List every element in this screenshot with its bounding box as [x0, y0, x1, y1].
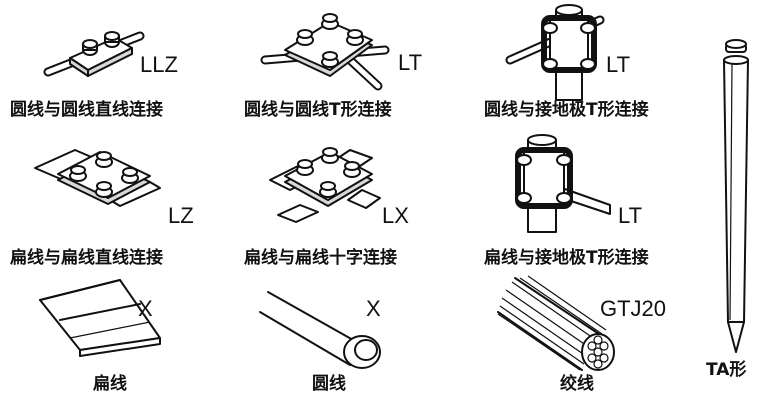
flat-ground-rod-t-clamp-drawing	[515, 134, 611, 233]
round-wire-drawing	[259, 291, 381, 369]
round-round-straight-clamp-drawing	[43, 31, 145, 77]
stranded-wire-drawing	[497, 275, 615, 371]
item-code: X	[138, 296, 153, 321]
item-code: LT	[618, 203, 643, 228]
item-code: GTJ20	[600, 296, 667, 321]
ground-rod-drawing	[723, 39, 749, 353]
item-code: LLZ	[140, 52, 178, 77]
item-code: LT	[606, 52, 631, 77]
round-round-t-clamp-drawing	[260, 13, 390, 91]
item-code: X	[366, 296, 381, 321]
item-code: LZ	[168, 203, 194, 228]
item-code: LX	[382, 203, 409, 228]
item-caption: 扁线与扁线十字连接	[244, 248, 397, 268]
item-caption: 圆线	[312, 374, 346, 394]
item-caption: 绞线	[560, 374, 594, 394]
flat-strip-drawing	[39, 279, 161, 357]
item-caption: 圆线与圆线T形连接	[244, 100, 392, 120]
item-code: LT	[398, 50, 423, 75]
item-caption: 扁线与扁线直线连接	[10, 248, 163, 268]
flat-flat-straight-clamp-drawing	[34, 149, 161, 207]
flat-flat-cross-clamp-drawing	[269, 147, 381, 223]
item-caption: 扁线	[93, 374, 127, 394]
item-caption: 扁线与接地极T形连接	[484, 248, 649, 268]
round-ground-rod-t-clamp-drawing	[505, 4, 605, 101]
item-caption: 圆线与接地极T形连接	[484, 100, 649, 120]
item-caption: TA形	[706, 360, 747, 380]
item-caption: 圆线与圆线直线连接	[10, 100, 163, 120]
